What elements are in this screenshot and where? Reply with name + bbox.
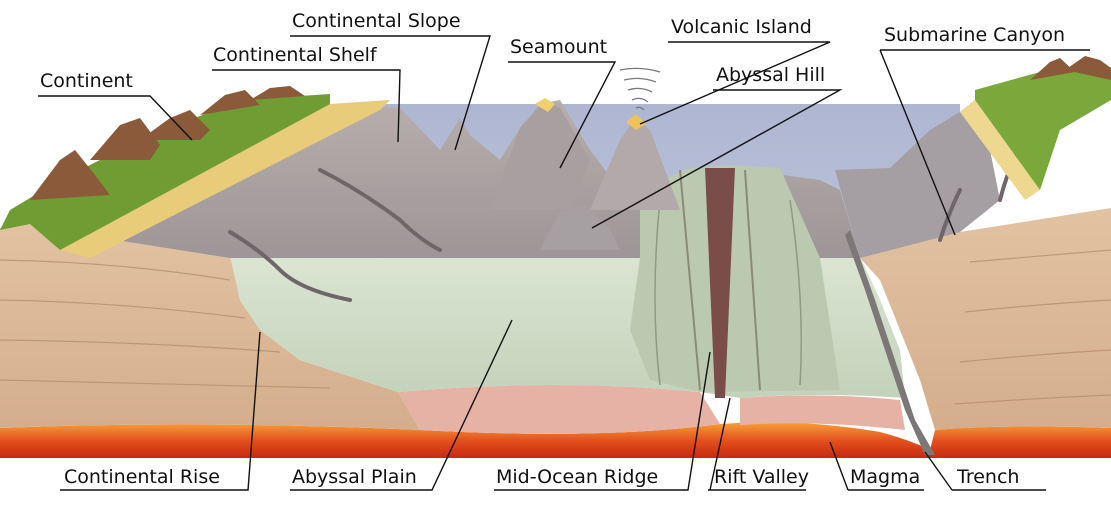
- label-seamount: Seamount: [510, 36, 607, 58]
- label-continental-shelf: Continental Shelf: [213, 44, 377, 66]
- volcano-smoke-plume: [620, 68, 660, 110]
- label-mid-ocean-ridge: Mid-Ocean Ridge: [496, 466, 658, 488]
- label-volcanic-island: Volcanic Island: [671, 16, 812, 38]
- upper-mantle: [398, 385, 720, 434]
- label-rift-valley: Rift Valley: [714, 466, 809, 488]
- label-continental-rise: Continental Rise: [64, 466, 220, 488]
- label-abyssal-plain: Abyssal Plain: [292, 466, 417, 488]
- label-continent: Continent: [40, 70, 133, 92]
- label-abyssal-hill: Abyssal Hill: [716, 64, 825, 86]
- label-magma: Magma: [850, 466, 920, 488]
- label-trench: Trench: [957, 466, 1019, 488]
- label-submarine-canyon: Submarine Canyon: [884, 24, 1065, 46]
- label-continental-slope: Continental Slope: [292, 10, 461, 32]
